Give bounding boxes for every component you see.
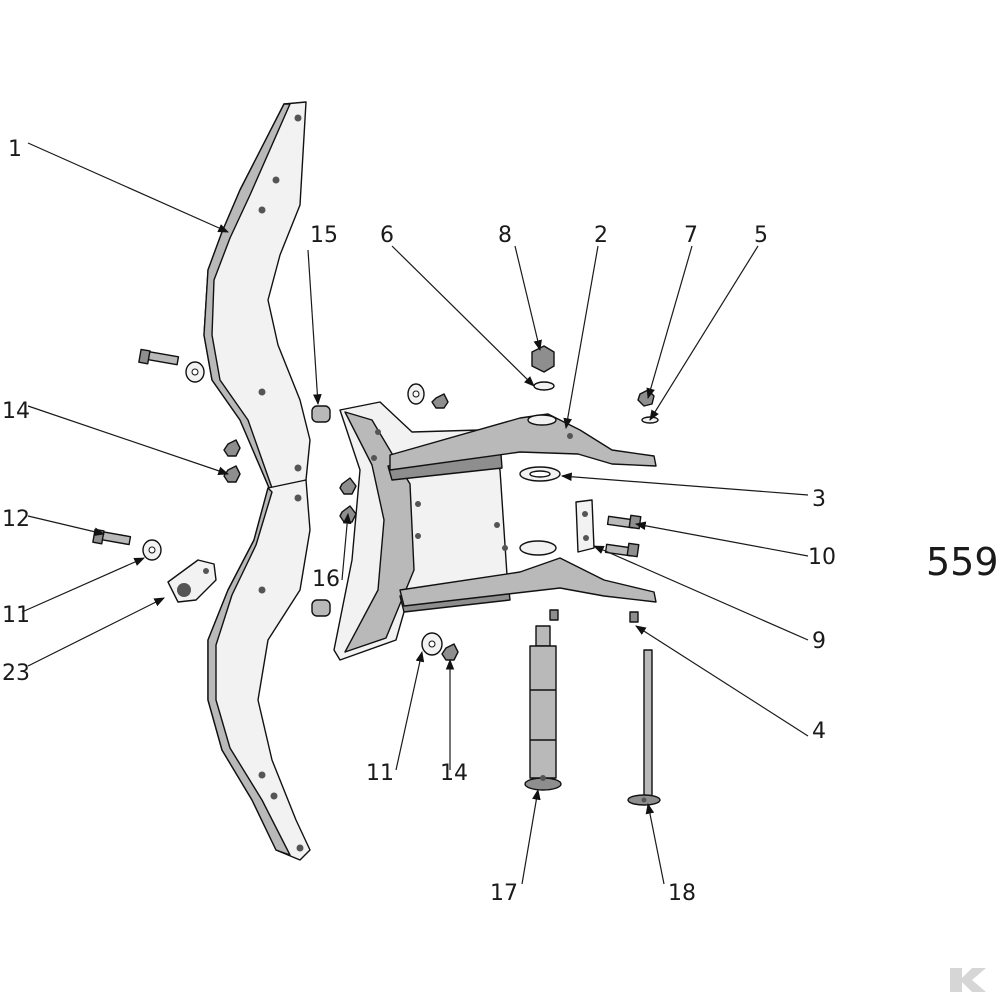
eye-bracket-part-23 bbox=[167, 559, 217, 603]
callout-18: 18 bbox=[668, 881, 696, 906]
callout-6: 6 bbox=[380, 223, 394, 248]
callout-23: 23 bbox=[2, 661, 30, 686]
callout-3: 3 bbox=[812, 487, 826, 512]
callout-10: 10 bbox=[808, 545, 836, 570]
callout-8: 8 bbox=[498, 223, 512, 248]
ring-washer-part-3 bbox=[519, 466, 561, 482]
callout-4: 4 bbox=[812, 719, 826, 744]
callout-labels: 1 2 3 4 5 6 7 8 9 10 11 11 12 14 14 15 1… bbox=[2, 137, 836, 906]
callout-15: 15 bbox=[310, 223, 338, 248]
callout-2: 2 bbox=[594, 223, 608, 248]
callout-11-left: 11 bbox=[2, 603, 30, 628]
callout-14-left: 14 bbox=[2, 399, 30, 424]
bolt-upper-left bbox=[138, 348, 205, 383]
spacer-part-15 bbox=[311, 405, 331, 617]
nut-part-14-left bbox=[223, 439, 241, 483]
callout-11-bottom: 11 bbox=[366, 761, 394, 786]
page-number: 559 bbox=[926, 540, 999, 584]
callout-1: 1 bbox=[8, 137, 22, 162]
nut-part-7 bbox=[637, 389, 659, 424]
callout-12: 12 bbox=[2, 507, 30, 532]
washer-nut-lower-center bbox=[421, 632, 459, 661]
corner-logo bbox=[950, 968, 986, 992]
bolt-part-12 bbox=[92, 528, 132, 546]
callout-16: 16 bbox=[312, 567, 340, 592]
bolts-part-10 bbox=[604, 514, 642, 558]
callout-14-bottom: 14 bbox=[440, 761, 468, 786]
main-bracket-part-2 bbox=[333, 401, 657, 661]
callout-17: 17 bbox=[490, 881, 518, 906]
washer-nut-upper-center bbox=[407, 383, 449, 409]
grease-nipple-part-4 bbox=[549, 609, 639, 623]
leader-lines bbox=[21, 142, 809, 885]
long-pin-part-18 bbox=[627, 649, 661, 806]
curved-arm-part-1 bbox=[203, 101, 311, 861]
washer-part-11-left bbox=[142, 539, 162, 561]
callout-9: 9 bbox=[812, 629, 826, 654]
callout-7: 7 bbox=[684, 223, 698, 248]
nut-part-8 bbox=[531, 345, 555, 391]
plate-part-9 bbox=[575, 499, 595, 553]
pivot-pin-part-17 bbox=[524, 625, 562, 791]
callout-5: 5 bbox=[754, 223, 768, 248]
